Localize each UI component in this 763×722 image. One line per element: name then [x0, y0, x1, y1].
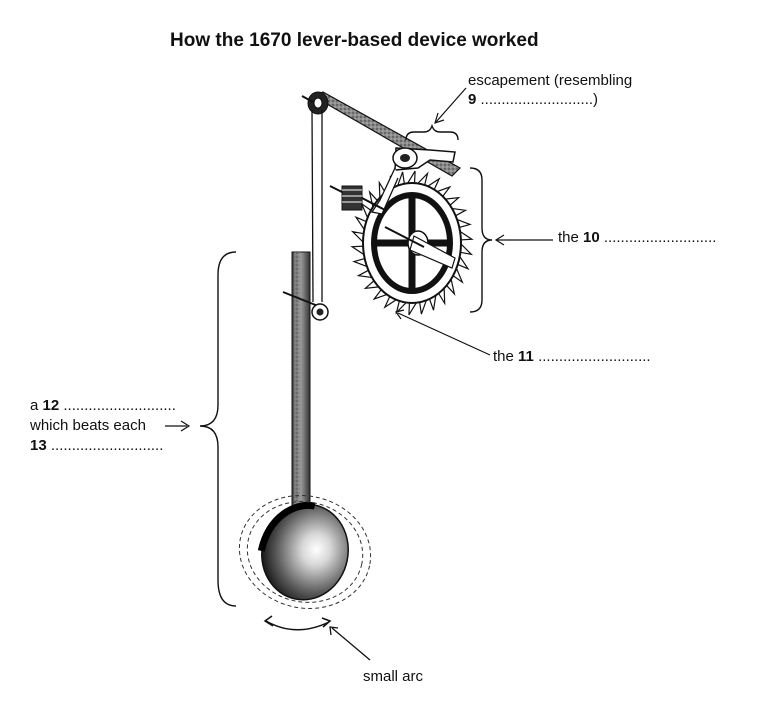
question-11-blank[interactable]: the 11 ...........................	[493, 348, 651, 366]
beats-label: which beats each	[30, 417, 146, 435]
escapement-bracket	[405, 87, 467, 141]
question-10-blank[interactable]: the 10 ...........................	[558, 229, 716, 247]
small-arc-label: small arc	[363, 668, 423, 686]
escapement-pallet	[370, 147, 456, 215]
teeth-pointer	[394, 309, 491, 356]
wheel-bracket	[469, 167, 553, 313]
question-13-blank[interactable]: 13 ...........................	[30, 437, 163, 455]
suspension-cords	[311, 109, 323, 303]
small-arc-label-text: small arc	[363, 668, 424, 685]
small-arc-arrow	[263, 615, 371, 661]
question-12-prefix: a	[30, 397, 39, 414]
drive-shaft	[301, 91, 461, 177]
pendulum-bob	[238, 495, 372, 609]
pinion-gear	[329, 185, 386, 211]
question-9-dots: ...........................)	[480, 91, 599, 108]
diagram-title: How the 1670 lever-based device worked	[170, 30, 539, 51]
escapement-label: escapement (resembling	[468, 72, 632, 90]
beats-label-text: which beats each	[30, 417, 146, 434]
question-10-number: 10	[583, 229, 600, 246]
question-9-blank[interactable]: 9 ...........................)	[468, 91, 598, 109]
question-11-prefix: the	[493, 348, 514, 365]
question-13-number: 13	[30, 437, 47, 454]
question-10-dots: ...........................	[603, 229, 717, 246]
question-10-prefix: the	[558, 229, 579, 246]
question-11-dots: ...........................	[538, 348, 651, 365]
question-13-dots: ...........................	[50, 437, 164, 454]
question-12-blank[interactable]: a 12 ...........................	[30, 397, 176, 415]
question-12-dots: ...........................	[63, 397, 176, 414]
question-12-number: 12	[42, 397, 60, 414]
pendulum-bracket	[165, 251, 237, 607]
escapement-label-text: escapement (resembling	[468, 72, 633, 89]
question-9-number: 9	[468, 91, 477, 108]
question-11-number: 11	[518, 348, 534, 365]
pendulum-rod	[282, 251, 329, 515]
escape-wheel	[350, 170, 474, 316]
